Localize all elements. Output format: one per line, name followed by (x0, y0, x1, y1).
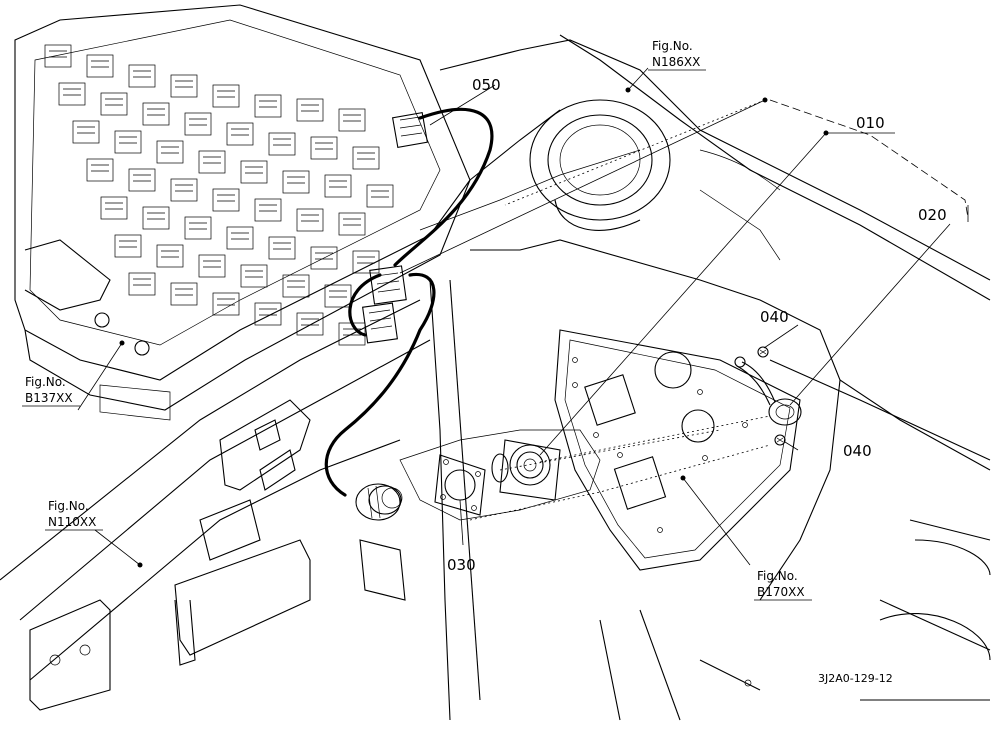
assembly-leader-010 (504, 99, 766, 206)
relay-module (352, 250, 380, 274)
relay-module (324, 174, 352, 198)
fuse-relay-box (14, 4, 471, 421)
connector-lower (362, 302, 398, 344)
relay-module (310, 246, 338, 270)
callout-040-top: 040 (760, 308, 789, 326)
mounting-bolt-icon (134, 340, 150, 356)
connector-panel (399, 329, 801, 571)
figref-n110-label: Fig.No. (48, 499, 89, 513)
relay-module (366, 184, 394, 208)
relay-module (226, 122, 254, 146)
relay-module (212, 84, 240, 108)
callout-040-right: 040 (843, 442, 872, 460)
relay-module (100, 196, 128, 220)
screw-icon (774, 434, 786, 446)
relay-module (114, 234, 142, 258)
drawing-number: 3J2A0-129-12 (818, 672, 893, 685)
relay-module (254, 302, 282, 326)
relay-module (268, 132, 296, 156)
figref-b137-code: B137XX (25, 391, 73, 405)
wire-harness-050 (324, 107, 494, 521)
callout-010: 010 (856, 114, 885, 132)
relay-module (184, 112, 212, 136)
relay-module (44, 44, 72, 68)
mounting-bolt-icon (94, 312, 110, 328)
relay-module (128, 272, 156, 296)
relay-module (254, 198, 282, 222)
figref-b170-code: B170XX (757, 585, 805, 599)
callout-050: 050 (472, 76, 501, 94)
relay-module (212, 188, 240, 212)
connector-mid (369, 265, 407, 305)
callout-030: 030 (447, 556, 476, 574)
figref-n110-code: N110XX (48, 515, 96, 529)
relay-module (128, 64, 156, 88)
relay-module (240, 160, 268, 184)
relay-module (142, 102, 170, 126)
relay-module (282, 274, 310, 298)
relay-module (142, 206, 170, 230)
leader-lines (77, 67, 951, 568)
relay-module (282, 170, 310, 194)
relay-module (296, 98, 324, 122)
relay-module (212, 292, 240, 316)
cap-020 (734, 356, 802, 426)
figref-b137-label: Fig.No. (25, 375, 66, 389)
figref-b170-label: Fig.No. (757, 569, 798, 583)
relay-module (184, 216, 212, 240)
relay-module (72, 120, 100, 144)
relay-module (156, 140, 184, 164)
relay-module (352, 146, 380, 170)
relay-module (268, 236, 296, 260)
screw-040-right (774, 434, 786, 446)
relay-modules (44, 44, 394, 346)
screw-icon (757, 346, 769, 358)
relay-module (170, 74, 198, 98)
screw-040-top (757, 346, 769, 358)
relay-module (58, 82, 86, 106)
relay-module (100, 92, 128, 116)
relay-module (240, 264, 268, 288)
relay-module (324, 284, 352, 308)
relay-module (338, 212, 366, 236)
connector-top (391, 111, 429, 149)
relay-module (170, 282, 198, 306)
relay-module (156, 244, 184, 268)
relay-module (338, 108, 366, 132)
assembly-bracket (769, 99, 969, 219)
relay-module (226, 226, 254, 250)
cap-icon (768, 398, 802, 426)
round-plug-icon (355, 483, 401, 521)
relay-module (114, 130, 142, 154)
cabin-structure (0, 34, 991, 721)
relay-module (198, 150, 226, 174)
relay-module (170, 178, 198, 202)
relay-module (198, 254, 226, 278)
relay-module (254, 94, 282, 118)
callout-020: 020 (918, 206, 947, 224)
panel-socket (491, 439, 561, 501)
relay-module (128, 168, 156, 192)
relay-module (310, 136, 338, 160)
relay-module (86, 54, 114, 78)
figref-n186-label: Fig.No. (652, 39, 693, 53)
relay-module (296, 208, 324, 232)
figref-n186-code: N186XX (652, 55, 700, 69)
relay-module (296, 312, 324, 336)
relay-module (86, 158, 114, 182)
